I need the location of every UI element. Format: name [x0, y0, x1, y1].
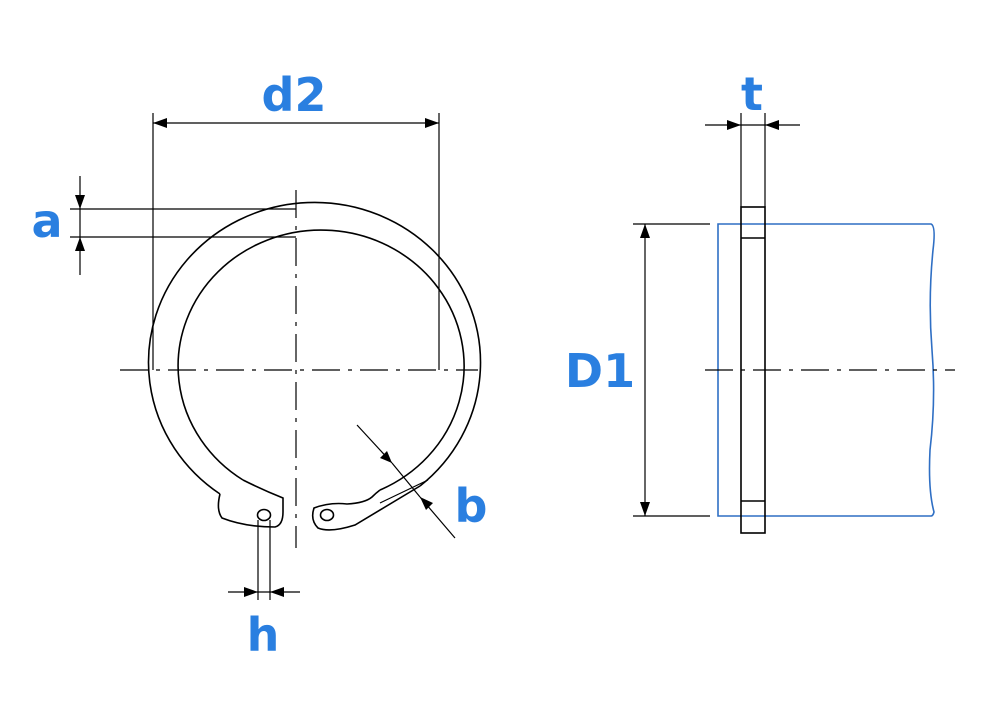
right-lug-hole [319, 508, 335, 522]
left-lug [217, 479, 284, 528]
label-b: b [455, 479, 488, 533]
shaft-outline [717, 223, 935, 517]
dimension-t [705, 113, 800, 207]
label-a: a [31, 194, 62, 248]
dimension-b [356, 424, 456, 539]
dimension-D1 [633, 223, 710, 517]
dimension-a [70, 176, 296, 275]
dimension-h [228, 520, 300, 600]
left-lug-hole [256, 508, 272, 522]
label-D1: D1 [565, 344, 635, 398]
side-view [705, 206, 955, 534]
label-d2: d2 [262, 68, 327, 122]
right-lug [311, 485, 421, 531]
circlip-front-view [120, 190, 482, 548]
ring-inner-edge [177, 229, 465, 491]
label-h: h [247, 608, 280, 662]
ring-outer-edge [147, 201, 482, 495]
dimension-d2 [152, 113, 440, 370]
label-t: t [741, 67, 763, 121]
